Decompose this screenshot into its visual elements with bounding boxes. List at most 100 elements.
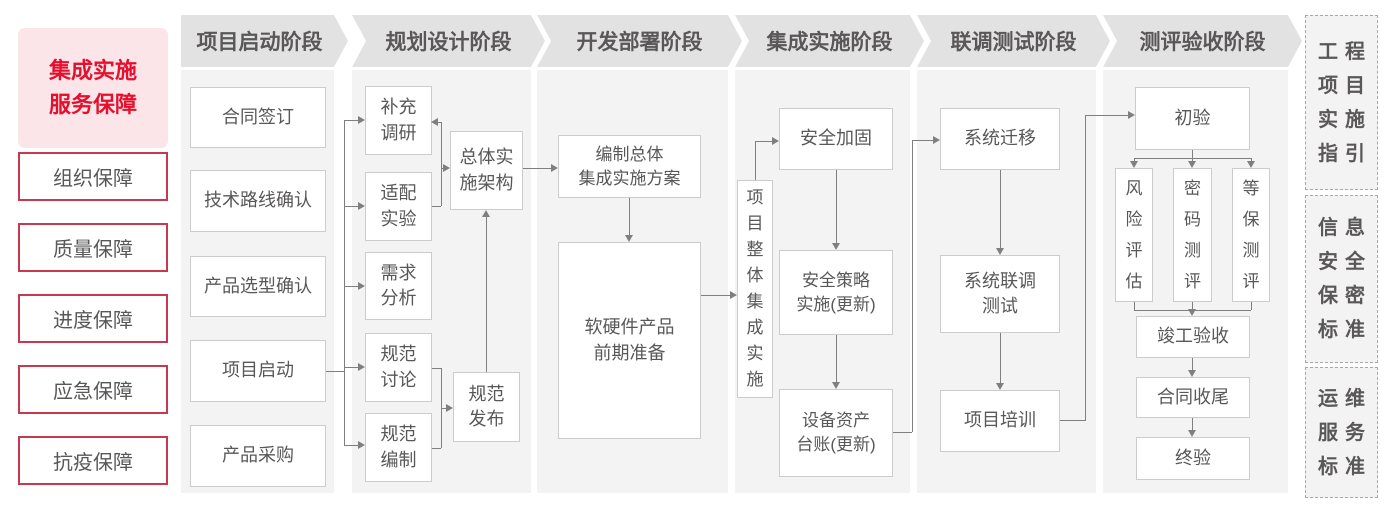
arrowhead: [358, 363, 365, 371]
connector: [1192, 358, 1193, 370]
box-project-kickoff: 项目启动: [190, 340, 326, 402]
connector: [912, 140, 933, 141]
connector: [1085, 115, 1086, 421]
legend-item-emergency: 应急保障: [18, 365, 168, 414]
connector: [1192, 150, 1193, 158]
arrowhead: [933, 136, 940, 144]
box-security-hardening: 安全加固: [779, 108, 893, 170]
phase-header-integration: 集成实施阶段: [735, 15, 924, 67]
arrowhead: [1128, 111, 1135, 119]
box-risk-assessment: 风险评估: [1115, 168, 1153, 302]
box-overall-implementation-architecture: 总体实 施架构: [450, 131, 523, 210]
arrowhead: [1188, 309, 1196, 316]
box-spec-discussion: 规范 讨论: [365, 333, 432, 402]
box-project-training: 项目培训: [940, 390, 1060, 452]
arrowhead: [358, 202, 365, 210]
box-product-selection-confirm: 产品选型确认: [190, 256, 326, 317]
phase-header-kickoff: 项目启动阶段: [181, 15, 348, 67]
connector: [1000, 333, 1001, 383]
box-product-procurement: 产品采购: [190, 425, 326, 487]
legend-item-organization: 组织保障: [18, 152, 168, 201]
legend-item-quality: 质量保障: [18, 223, 168, 272]
arrowhead: [1188, 370, 1196, 377]
box-mlps-evaluation: 等保测评: [1232, 168, 1270, 302]
connector: [344, 286, 358, 287]
connector: [1251, 302, 1252, 310]
arrowhead: [1247, 161, 1255, 168]
connector: [432, 448, 441, 449]
connector: [432, 206, 441, 207]
connector: [441, 168, 444, 169]
connector: [432, 368, 441, 369]
ref-infosec-confidentiality-standard: 信息 安全 保密 标准: [1305, 195, 1378, 363]
arrowhead: [551, 164, 558, 172]
connector: [755, 141, 772, 142]
box-system-migration: 系统迁移: [940, 108, 1060, 170]
arrowhead: [358, 441, 365, 449]
arrowhead: [1188, 161, 1196, 168]
connector: [344, 120, 345, 445]
connector: [438, 122, 442, 123]
ref-project-implementation-guide: 工程 项目 实施 指引: [1305, 15, 1378, 190]
connector: [1192, 418, 1193, 430]
phase-header-joint-test: 联调测试阶段: [917, 15, 1110, 67]
connector: [836, 335, 837, 382]
box-final-acceptance: 终验: [1136, 437, 1250, 480]
legend-title-line1: 集成实施: [48, 57, 137, 83]
connector: [344, 206, 358, 207]
box-contract-closure: 合同收尾: [1136, 377, 1250, 418]
connector: [326, 371, 344, 372]
arrowhead: [1188, 430, 1196, 437]
box-requirement-analysis: 需求 分析: [365, 252, 432, 320]
box-security-policy-update: 安全策略 实施(更新): [779, 250, 893, 335]
arrowhead: [625, 235, 633, 242]
box-contract-signing: 合同签订: [190, 87, 326, 148]
phase-header-acceptance: 测评验收阶段: [1103, 15, 1302, 67]
connector: [344, 445, 358, 446]
box-spec-drafting: 规范 编制: [365, 413, 432, 482]
arrowhead: [996, 248, 1004, 255]
arrowhead: [358, 282, 365, 290]
legend-item-schedule: 进度保障: [18, 294, 168, 343]
box-spec-release: 规范 发布: [453, 372, 520, 442]
arrowhead: [996, 383, 1004, 390]
phase-header-planning: 规划设计阶段: [352, 15, 545, 67]
connector: [912, 140, 913, 432]
arrowhead: [832, 243, 840, 250]
box-tech-route-confirm: 技术路线确认: [190, 170, 326, 232]
box-adaptation-test: 适配 实验: [365, 172, 432, 241]
box-supplementary-research: 补充 调研: [365, 86, 432, 155]
legend-item-epidemic: 抗疫保障: [18, 436, 168, 485]
box-preliminary-acceptance: 初验: [1135, 87, 1250, 150]
arrowhead: [730, 291, 737, 299]
connector: [1134, 302, 1135, 310]
connector: [1192, 158, 1193, 162]
arrowhead: [482, 210, 490, 217]
box-system-joint-testing: 系统联调 测试: [940, 255, 1060, 333]
connector: [344, 367, 358, 368]
connector: [1192, 302, 1193, 309]
connector: [523, 168, 551, 169]
arrowhead: [443, 164, 450, 172]
connector: [344, 120, 358, 121]
ref-ops-service-standard: 运维 服务 标准: [1305, 367, 1378, 498]
connector: [1060, 420, 1085, 421]
connector: [629, 198, 630, 235]
box-overall-integration-plan: 编制总体 集成实施方案: [558, 135, 701, 198]
arrowhead: [446, 404, 453, 412]
connector: [1251, 158, 1252, 162]
box-overall-integration-implementation: 项目整体集成实施: [737, 180, 773, 398]
connector: [441, 408, 446, 409]
arrowhead: [431, 118, 438, 126]
connector: [1085, 115, 1128, 116]
phase-header-development: 开发部署阶段: [537, 15, 742, 67]
connector: [893, 432, 912, 433]
arrowhead: [358, 116, 365, 124]
arrowhead: [1130, 161, 1138, 168]
connector: [755, 141, 756, 180]
connector: [1134, 158, 1135, 162]
legend-title-line2: 服务保障: [48, 92, 137, 117]
connector: [441, 122, 442, 206]
box-crypto-evaluation: 密码测评: [1173, 168, 1212, 302]
